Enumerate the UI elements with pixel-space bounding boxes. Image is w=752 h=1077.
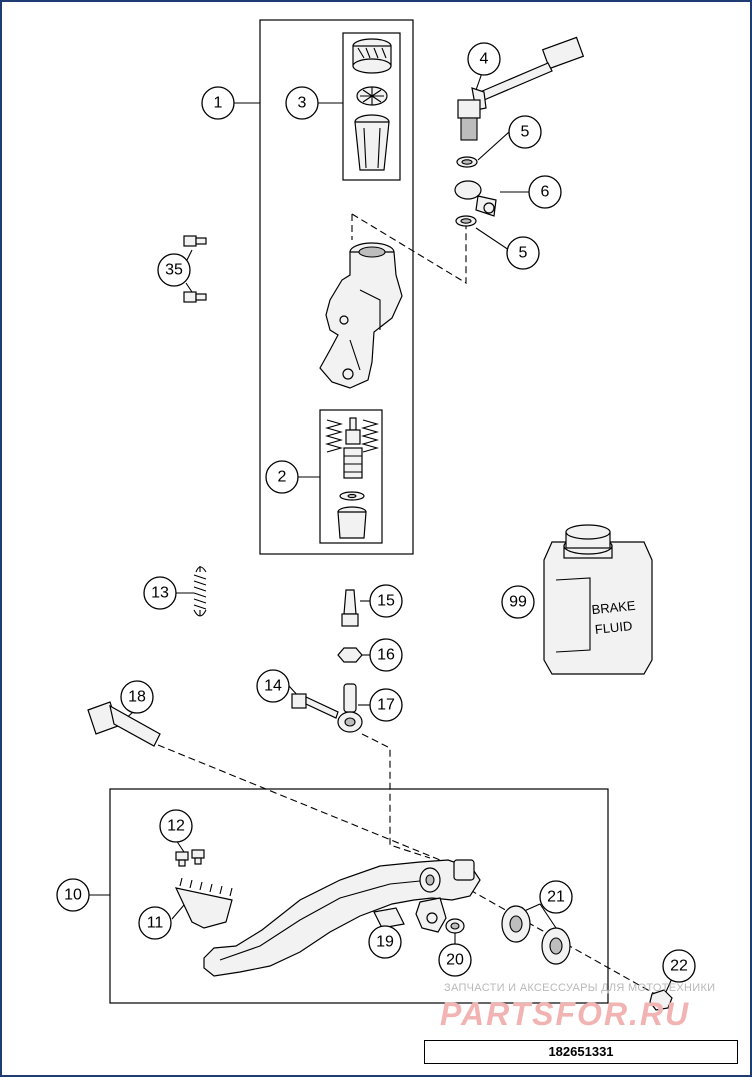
callout-5-lower: 5: [506, 236, 540, 270]
svg-text:16: 16: [377, 647, 395, 664]
watermark-brand: PARTSFOR.RU: [440, 996, 691, 1032]
assembly-line-banjo: [351, 213, 467, 284]
svg-text:17: 17: [377, 697, 395, 714]
svg-text:1: 1: [214, 95, 223, 112]
svg-text:4: 4: [480, 51, 489, 68]
callout-3: 3: [285, 86, 319, 120]
pedal-nut-part: [445, 918, 465, 934]
callout-16: 16: [369, 638, 403, 672]
callout-19: 19: [368, 925, 402, 959]
svg-text:12: 12: [167, 818, 185, 835]
axle-nut-part: [649, 989, 673, 1011]
svg-text:14: 14: [264, 678, 282, 695]
brake-pedal-group-box: [109, 788, 609, 1004]
brake-pedal-part: [203, 859, 481, 977]
push-rod-part: [341, 589, 359, 627]
reservoir-body-part: [354, 114, 390, 171]
brake-fluid-label-line2: FLUID: [594, 618, 633, 637]
callout-17: 17: [369, 688, 403, 722]
return-spring-part: [193, 566, 207, 616]
callout-18: 18: [120, 680, 154, 714]
piston-kit-part: [324, 417, 380, 539]
brake-fluid-label-line1: BRAKE: [591, 598, 637, 618]
svg-text:2: 2: [278, 469, 287, 486]
svg-text:20: 20: [446, 952, 464, 969]
callout-13: 13: [143, 576, 177, 610]
assembly-line-axle: [469, 889, 656, 995]
svg-text:10: 10: [64, 887, 82, 904]
svg-text:99: 99: [509, 594, 527, 611]
callout-20: 20: [438, 943, 472, 977]
brake-line-part: [457, 36, 585, 141]
callout-1: 1: [201, 86, 235, 120]
brake-fluid-can-part: BRAKE FLUID: [543, 524, 653, 675]
bushing-part: [373, 907, 405, 929]
callout-2: 2: [265, 460, 299, 494]
lock-nut-part: [337, 647, 363, 663]
bearing-part-1: [501, 905, 531, 943]
master-cylinder-part: [319, 242, 403, 389]
assembly-line-clevis: [361, 733, 431, 859]
callout-6: 6: [528, 175, 562, 209]
callout-15: 15: [369, 584, 403, 618]
callout-12: 12: [159, 809, 193, 843]
master-cylinder-group-box: [259, 19, 414, 555]
svg-text:35: 35: [165, 262, 183, 279]
svg-text:5: 5: [521, 124, 530, 141]
assembly-line-bolt-18: [157, 744, 441, 861]
reservoir-cap-part: [352, 38, 392, 74]
svg-text:6: 6: [541, 184, 550, 201]
svg-text:21: 21: [547, 889, 565, 906]
screw-part-lower: [183, 291, 207, 303]
callout-14: 14: [256, 669, 290, 703]
callout-21: 21: [539, 880, 573, 914]
pivot-bolt-part: [87, 701, 161, 747]
pedal-step-plate-part: [174, 877, 233, 929]
banjo-fitting-part: [454, 180, 497, 217]
step-plate-screws-part: [175, 849, 205, 867]
reservoir-kit-box: [342, 32, 401, 181]
svg-text:5: 5: [519, 245, 528, 262]
callout-11: 11: [138, 906, 172, 940]
watermark-caption: ЗАПЧАСТИ И АКСЕССУАРЫ ДЛЯ МОТОТЕХНИКИ: [444, 982, 716, 994]
callout-5-upper: 5: [508, 115, 542, 149]
document-number: 182651331: [424, 1040, 738, 1064]
callout-10: 10: [56, 878, 90, 912]
callout-35: 35: [157, 253, 191, 287]
svg-text:19: 19: [376, 934, 394, 951]
svg-text:13: 13: [151, 585, 169, 602]
svg-text:18: 18: [128, 689, 146, 706]
svg-text:22: 22: [670, 958, 688, 975]
svg-text:11: 11: [147, 915, 164, 932]
clevis-bolt-part: [291, 693, 339, 719]
callout-4: 4: [467, 42, 501, 76]
svg-text:3: 3: [298, 95, 307, 112]
screw-part-upper: [183, 235, 207, 247]
callout-22: 22: [662, 949, 696, 983]
callout-99: 99: [501, 585, 535, 619]
bearing-part-2: [541, 927, 571, 965]
reservoir-diaphragm-part: [356, 86, 388, 106]
clevis-part: [337, 683, 363, 733]
svg-text:15: 15: [377, 593, 395, 610]
